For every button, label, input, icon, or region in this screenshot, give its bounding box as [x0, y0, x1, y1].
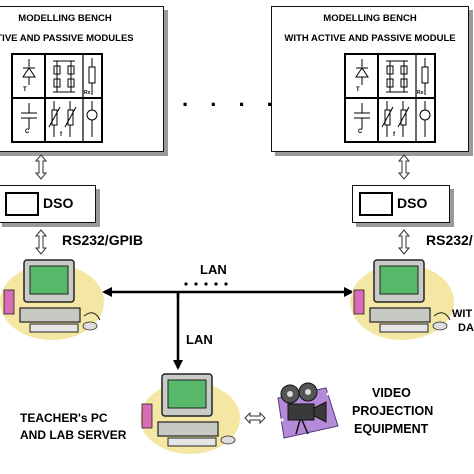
dso-right-label: DSO	[397, 195, 428, 211]
modelling-bench-left: MODELLING BENCH TIVE AND PASSIVE MODULES	[0, 6, 164, 152]
lan-label-top: LAN	[200, 262, 227, 277]
module-schematic-icon	[13, 55, 101, 141]
double-arrow-icon	[34, 154, 48, 180]
bench-right-title-line2: WITH ACTIVE AND PASSIVE MODULE	[284, 33, 456, 44]
module-schematic-icon	[346, 55, 434, 141]
double-arrow-icon	[244, 412, 266, 424]
right-student-label-line2: DA	[458, 322, 474, 334]
diode-symbol-icon	[355, 59, 369, 85]
double-arrow-icon	[34, 229, 48, 255]
double-arrow-icon	[397, 154, 411, 180]
resistor-symbol-icon	[88, 58, 96, 95]
symbol-label-c: C	[25, 129, 30, 135]
capacitor-symbol-icon	[354, 103, 370, 129]
symbol-label-t: T	[356, 87, 360, 93]
dso-left: DSO	[0, 185, 96, 223]
video-camera-icon	[277, 382, 339, 439]
dso-screen	[5, 192, 39, 216]
symbol-label-f: f	[393, 132, 395, 138]
module-grid-left: T C f Rx	[11, 53, 103, 143]
transistor-symbol-icon	[386, 60, 408, 93]
video-label-line1: VIDEO	[372, 386, 411, 400]
computer-icon	[140, 373, 240, 454]
bench-right-title-line1: MODELLING BENCH	[323, 13, 417, 24]
symbol-label-f: f	[60, 132, 62, 138]
video-label-line3: EQUIPMENT	[354, 422, 429, 436]
right-student-label-line1: WIT	[452, 308, 473, 320]
transistor-symbol-icon	[53, 60, 75, 93]
dso-screen	[359, 192, 393, 216]
link-label-left: RS232/GPIB	[62, 232, 143, 248]
symbol-label-rx: Rx	[84, 90, 91, 96]
teacher-label-line1: TEACHER's PC	[20, 411, 108, 425]
modelling-bench-right: MODELLING BENCH WITH ACTIVE AND PASSIVE …	[271, 6, 469, 152]
double-arrow-icon	[397, 229, 411, 255]
bench-left-title-line1: MODELLING BENCH	[18, 13, 112, 24]
video-label-line2: PROJECTION	[352, 404, 434, 418]
symbol-label-c: C	[358, 129, 363, 135]
capacitor-symbol-icon	[21, 103, 37, 129]
symbol-label-rx: Rx	[417, 90, 424, 96]
lan-dots	[182, 274, 242, 286]
module-grid-right: T C f Rx	[344, 53, 436, 143]
link-label-right: RS232/	[426, 232, 473, 248]
computer-icon	[0, 259, 104, 340]
diode-symbol-icon	[22, 59, 36, 85]
lan-label-vertical: LAN	[186, 332, 213, 347]
dso-left-label: DSO	[43, 195, 74, 211]
symbol-label-t: T	[23, 87, 27, 93]
bench-left-title-line2: TIVE AND PASSIVE MODULES	[0, 33, 134, 44]
computer-icon	[350, 259, 454, 340]
resistor-symbol-icon	[421, 58, 429, 95]
teacher-label-line2: AND LAB SERVER	[20, 428, 127, 442]
dso-right: DSO	[352, 185, 450, 223]
